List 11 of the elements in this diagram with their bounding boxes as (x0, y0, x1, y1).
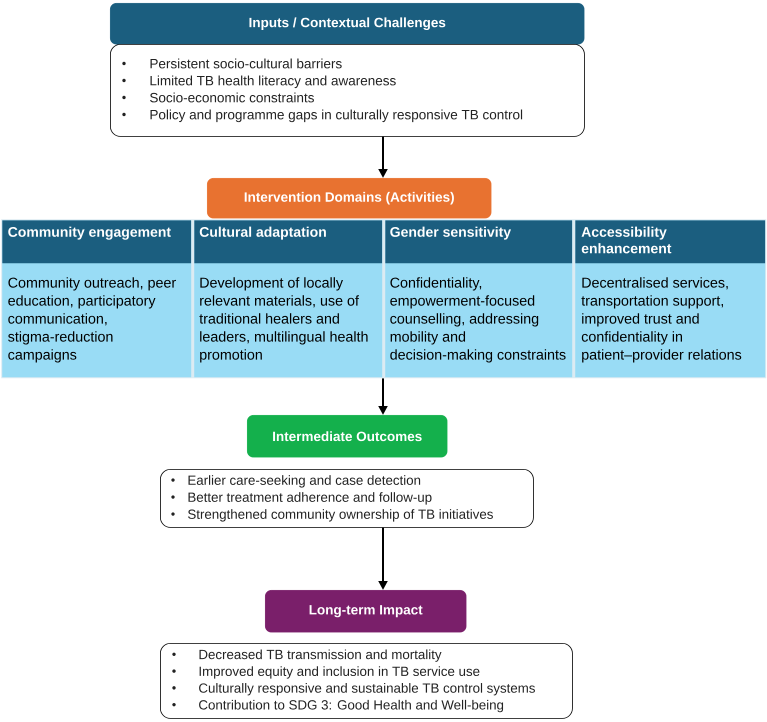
stage-header-box: Long-term Impact (265, 590, 466, 632)
table-column: Community engagement Community outreach, peer education, participatory communication, stigma-reduction campaigns (2, 220, 192, 378)
bullet-list-box: Decreased TB transmission and mortality Improved equity and inclusion in TB service use Culturally responsive and sustainable TB control systems Contribution to SDG 3: Good Health and Well-being (160, 643, 573, 719)
stage-header-box: Intervention Domains (Activities) (207, 178, 492, 218)
stage-header-box: Inputs / Contextual Challenges (110, 3, 584, 44)
stage-header-box: Intermediate Outcomes (247, 415, 448, 458)
table-column: Gender sensitivity Confidentiality, empowerment-focused counselling, addressing mobility and decision-making constraints (385, 220, 572, 378)
bullet-list-box: Earlier care-seeking and case detection Better treatment adherence and follow-up Strengthened community ownership of TB initiatives (160, 469, 534, 528)
table-column: Cultural adaptation Development of locally relevant materials, use of traditional healers and leaders, multilingual health promotion (194, 220, 382, 378)
table-column: Accessibility enhancement Decentralised services, transportation support, improved trust and confidentiality in patient–provider relations (575, 220, 766, 378)
bullet-list-box: Persistent socio-cultural barriers Limited TB health literacy and awareness Socio-economic constraints Policy and programme gaps in culturally responsive TB control (110, 44, 585, 137)
